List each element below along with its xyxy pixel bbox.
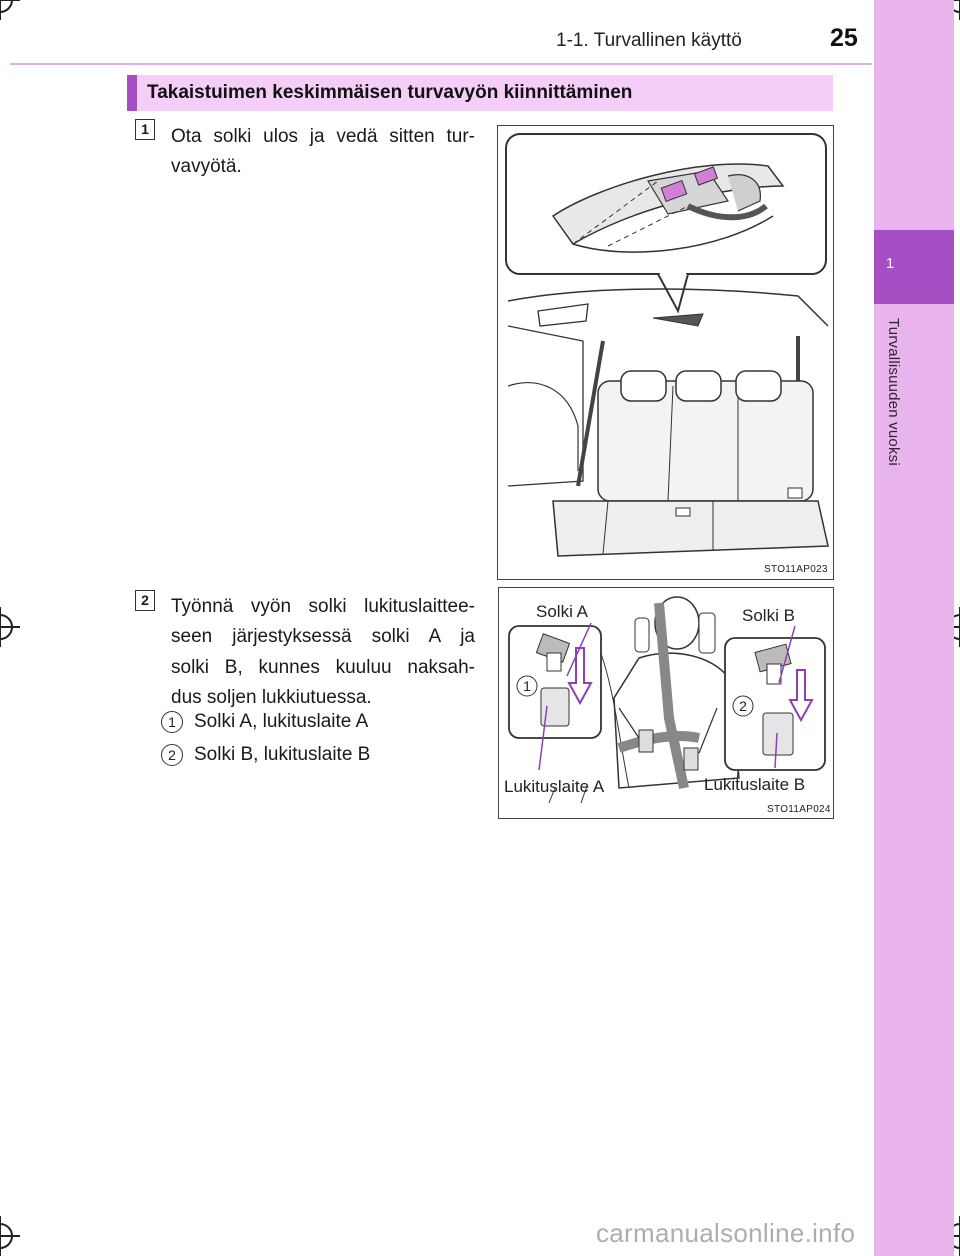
inset-number: 1 xyxy=(523,678,531,694)
section-title-bar: Takaistuimen keskimmäisen turvavyön kiin… xyxy=(127,75,833,111)
section-title: Takaistuimen keskimmäisen turvavyön kiin… xyxy=(147,82,633,103)
page-number: 25 xyxy=(830,24,858,52)
chapter-tab-label: Turvallisuuden vuoksi xyxy=(885,318,902,466)
registration-mark-mid-left xyxy=(0,607,20,647)
rear-seat-illustration xyxy=(505,133,829,557)
step-1-text-line: Ota solki ulos ja vedä sitten tur- xyxy=(171,126,475,147)
label-buckle-b: Solki B xyxy=(742,606,795,625)
sub-item-text: Solki A, lukituslaite A xyxy=(194,711,369,732)
chapter-tab-number: 1 xyxy=(885,255,895,272)
watermark: carmanualsonline.info xyxy=(596,1218,856,1248)
figure-buckle-insertion: 1 2 Solki A Solki B Lukituslaite A Lukit… xyxy=(498,587,834,819)
sub-item-text: Solki B, lukituslaite B xyxy=(194,744,371,765)
figure-code: STO11AP023 xyxy=(764,564,828,575)
step-number-box: 1 xyxy=(135,119,155,140)
label-lock-a: Lukituslaite A xyxy=(504,777,605,796)
figure-code: STO11AP024 xyxy=(767,804,831,815)
step-2-text-line: Työnnä vyön solki lukituslaittee- xyxy=(171,596,475,617)
registration-mark-bottom-left xyxy=(0,1216,20,1256)
chapter-tab[interactable] xyxy=(874,230,954,304)
chapter-heading: 1-1. Turvallinen käyttö xyxy=(556,30,742,51)
header-divider xyxy=(10,63,872,65)
label-lock-b: Lukituslaite B xyxy=(704,775,806,794)
step-2-text-line: dus soljen lukkiutuessa. xyxy=(171,687,372,708)
step-2-text-line: solki B, kunnes kuuluu naksah- xyxy=(171,657,475,678)
sub-item-number: 2 xyxy=(161,744,183,766)
figure-rear-seat-belt-anchor: STO11AP023 xyxy=(497,125,834,580)
step-2-text-line: seen järjestyksessä solki A ja xyxy=(171,626,475,647)
buckle-illustration: 1 2 xyxy=(508,596,826,804)
label-buckle-a: Solki A xyxy=(536,602,588,621)
step-number-box: 2 xyxy=(135,590,155,611)
sub-item-number: 1 xyxy=(161,711,183,733)
step-1-text-line: vavyötä. xyxy=(171,156,242,177)
inset-number: 2 xyxy=(739,698,747,714)
registration-mark-top-left xyxy=(0,0,20,20)
side-tab-strip xyxy=(874,0,954,1256)
